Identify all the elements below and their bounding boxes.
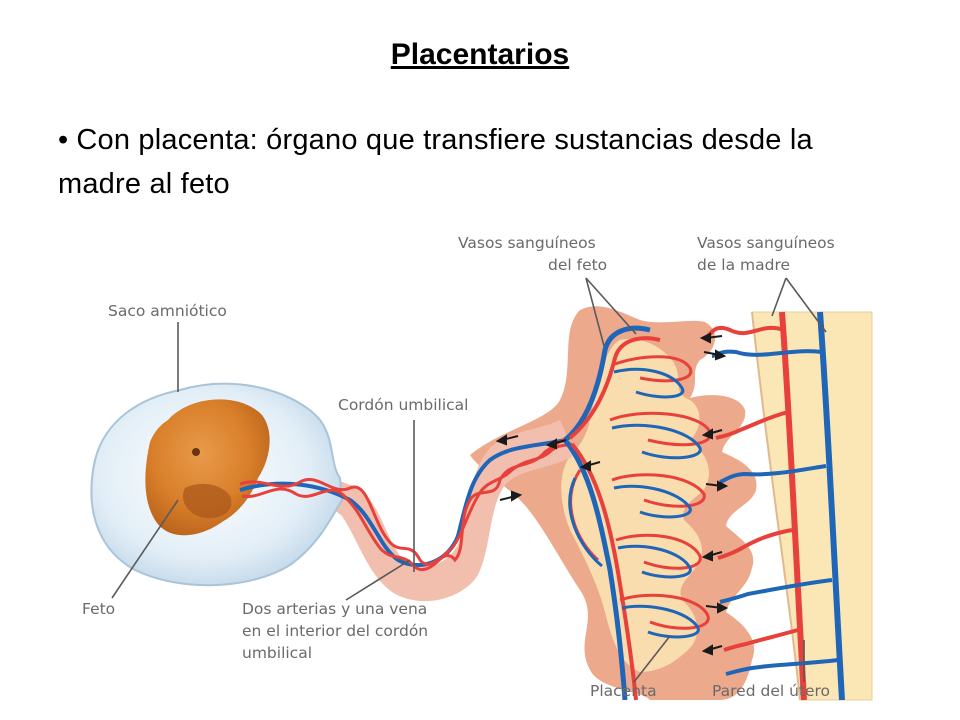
label-maternal-vessels-1: Vasos sanguíneos (697, 234, 835, 252)
slide-title: Placentarios (390, 38, 570, 71)
fetal-artery-lower (570, 442, 638, 701)
flow-arrows (495, 332, 729, 656)
label-maternal-vessels-2: de la madre (697, 256, 790, 274)
uterus-wall (751, 311, 873, 701)
label-amniotic-sac: Saco amniótico (108, 302, 227, 320)
leader-lines (111, 277, 827, 683)
fetal-vein-main (563, 325, 651, 442)
umbilical-cord-tissue (255, 420, 575, 602)
maternal-branches (706, 325, 839, 676)
label-arteries-1: Dos arterias y una vena (242, 600, 427, 618)
label-fetus: Feto (82, 600, 115, 618)
label-arteries-2: en el interior del cordón (242, 622, 428, 640)
fetal-artery-main (568, 336, 661, 440)
cord-artery-2 (241, 442, 573, 572)
maternal-vein-trunk (817, 311, 845, 701)
bullet-text: Con placenta: órgano que transfiere sust… (58, 124, 813, 200)
label-fetal-vessels-1: Vasos sanguíneos (458, 234, 596, 252)
label-uterus-wall: Pared del útero (712, 682, 830, 700)
label-placenta: Placenta (590, 682, 657, 700)
label-fetal-vessels-2: del feto (548, 256, 607, 274)
bullet-point: •Con placenta: órgano que transfiere sus… (58, 118, 898, 206)
label-arteries-3: umbilical (242, 644, 312, 662)
placenta-cream-lobes (561, 339, 710, 672)
maternal-artery-trunk (779, 311, 807, 701)
label-umbilical-cord: Cordón umbilical (338, 396, 469, 414)
bullet-symbol: • (58, 124, 69, 156)
fetal-vein-lower (563, 438, 628, 701)
